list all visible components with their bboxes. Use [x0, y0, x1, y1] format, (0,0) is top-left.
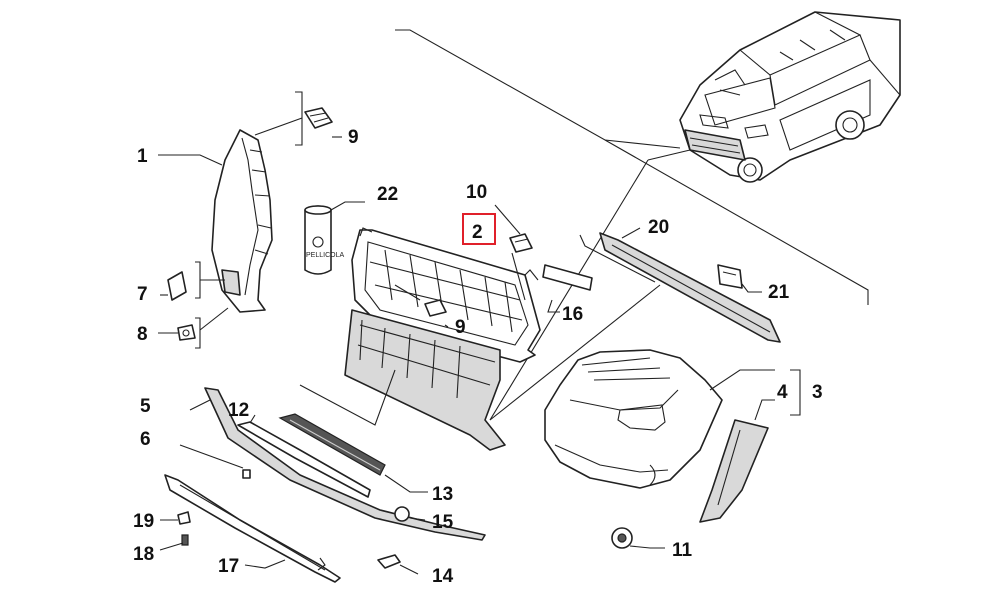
part-17-lower-strip: [164, 474, 341, 583]
part-10-clip: [494, 204, 533, 301]
callout-17[interactable]: 17: [218, 556, 239, 577]
callout-22[interactable]: 22: [377, 184, 398, 205]
callout-11[interactable]: 11: [672, 540, 693, 561]
callout-18[interactable]: 18: [133, 544, 154, 565]
callout-19[interactable]: 19: [133, 511, 154, 532]
leader-1: [158, 154, 223, 166]
callout-numbers: 1 2 3 4 5 6 7 8 9 9 10 11 12 13 14 15 16…: [133, 127, 823, 587]
part-22-film-can: PELLICOLA: [304, 201, 365, 275]
part-20-trim-strip: [579, 227, 781, 343]
part-15-clip: [394, 506, 426, 522]
part-14-clip: [377, 554, 419, 575]
part-1-left-bracket: [211, 129, 273, 313]
callout-1[interactable]: 1: [137, 146, 148, 167]
callout-2[interactable]: 2: [472, 222, 483, 243]
callout-3[interactable]: 3: [812, 382, 823, 403]
callout-6[interactable]: 6: [140, 429, 151, 450]
part-8-clip: [158, 307, 229, 349]
callout-13[interactable]: 13: [432, 484, 453, 505]
part-7-cap: [160, 261, 225, 301]
callout-9-top[interactable]: 9: [348, 127, 359, 148]
part-9-clip-middle: [394, 284, 449, 328]
callout-4[interactable]: 4: [777, 382, 788, 403]
part-3-side-trim: [699, 369, 801, 523]
part-5-lower-trim: [189, 387, 486, 541]
callout-5[interactable]: 5: [140, 396, 151, 417]
part-16-strip: [542, 264, 593, 313]
can-label: PELLICOLA: [306, 252, 344, 259]
callout-9-middle[interactable]: 9: [455, 317, 466, 338]
part-9-clip-top: [254, 91, 342, 146]
part-21-clip: [717, 264, 762, 293]
part-4-right-bumper-corner: [544, 349, 723, 489]
part-18-screw: [159, 534, 189, 551]
callout-14[interactable]: 14: [432, 566, 454, 587]
callout-21[interactable]: 21: [768, 282, 790, 303]
highlight-box-callout-2: [462, 213, 496, 245]
callout-10[interactable]: 10: [466, 182, 487, 203]
lower-grille-panel: [299, 309, 506, 451]
part-13-mesh: [278, 413, 428, 493]
callout-16[interactable]: 16: [562, 304, 583, 325]
part-12-strip: [237, 414, 371, 498]
callout-12[interactable]: 12: [228, 400, 249, 421]
callout-20[interactable]: 20: [648, 217, 669, 238]
callout-15[interactable]: 15: [432, 512, 454, 533]
part-11-fog-socket: [611, 527, 665, 549]
van-illustration: [679, 11, 901, 183]
callout-8[interactable]: 8: [137, 324, 148, 345]
reference-lines: [395, 29, 869, 421]
part-6-bolt: [179, 444, 251, 479]
callout-7[interactable]: 7: [137, 284, 148, 305]
part-19-clip: [160, 511, 191, 525]
